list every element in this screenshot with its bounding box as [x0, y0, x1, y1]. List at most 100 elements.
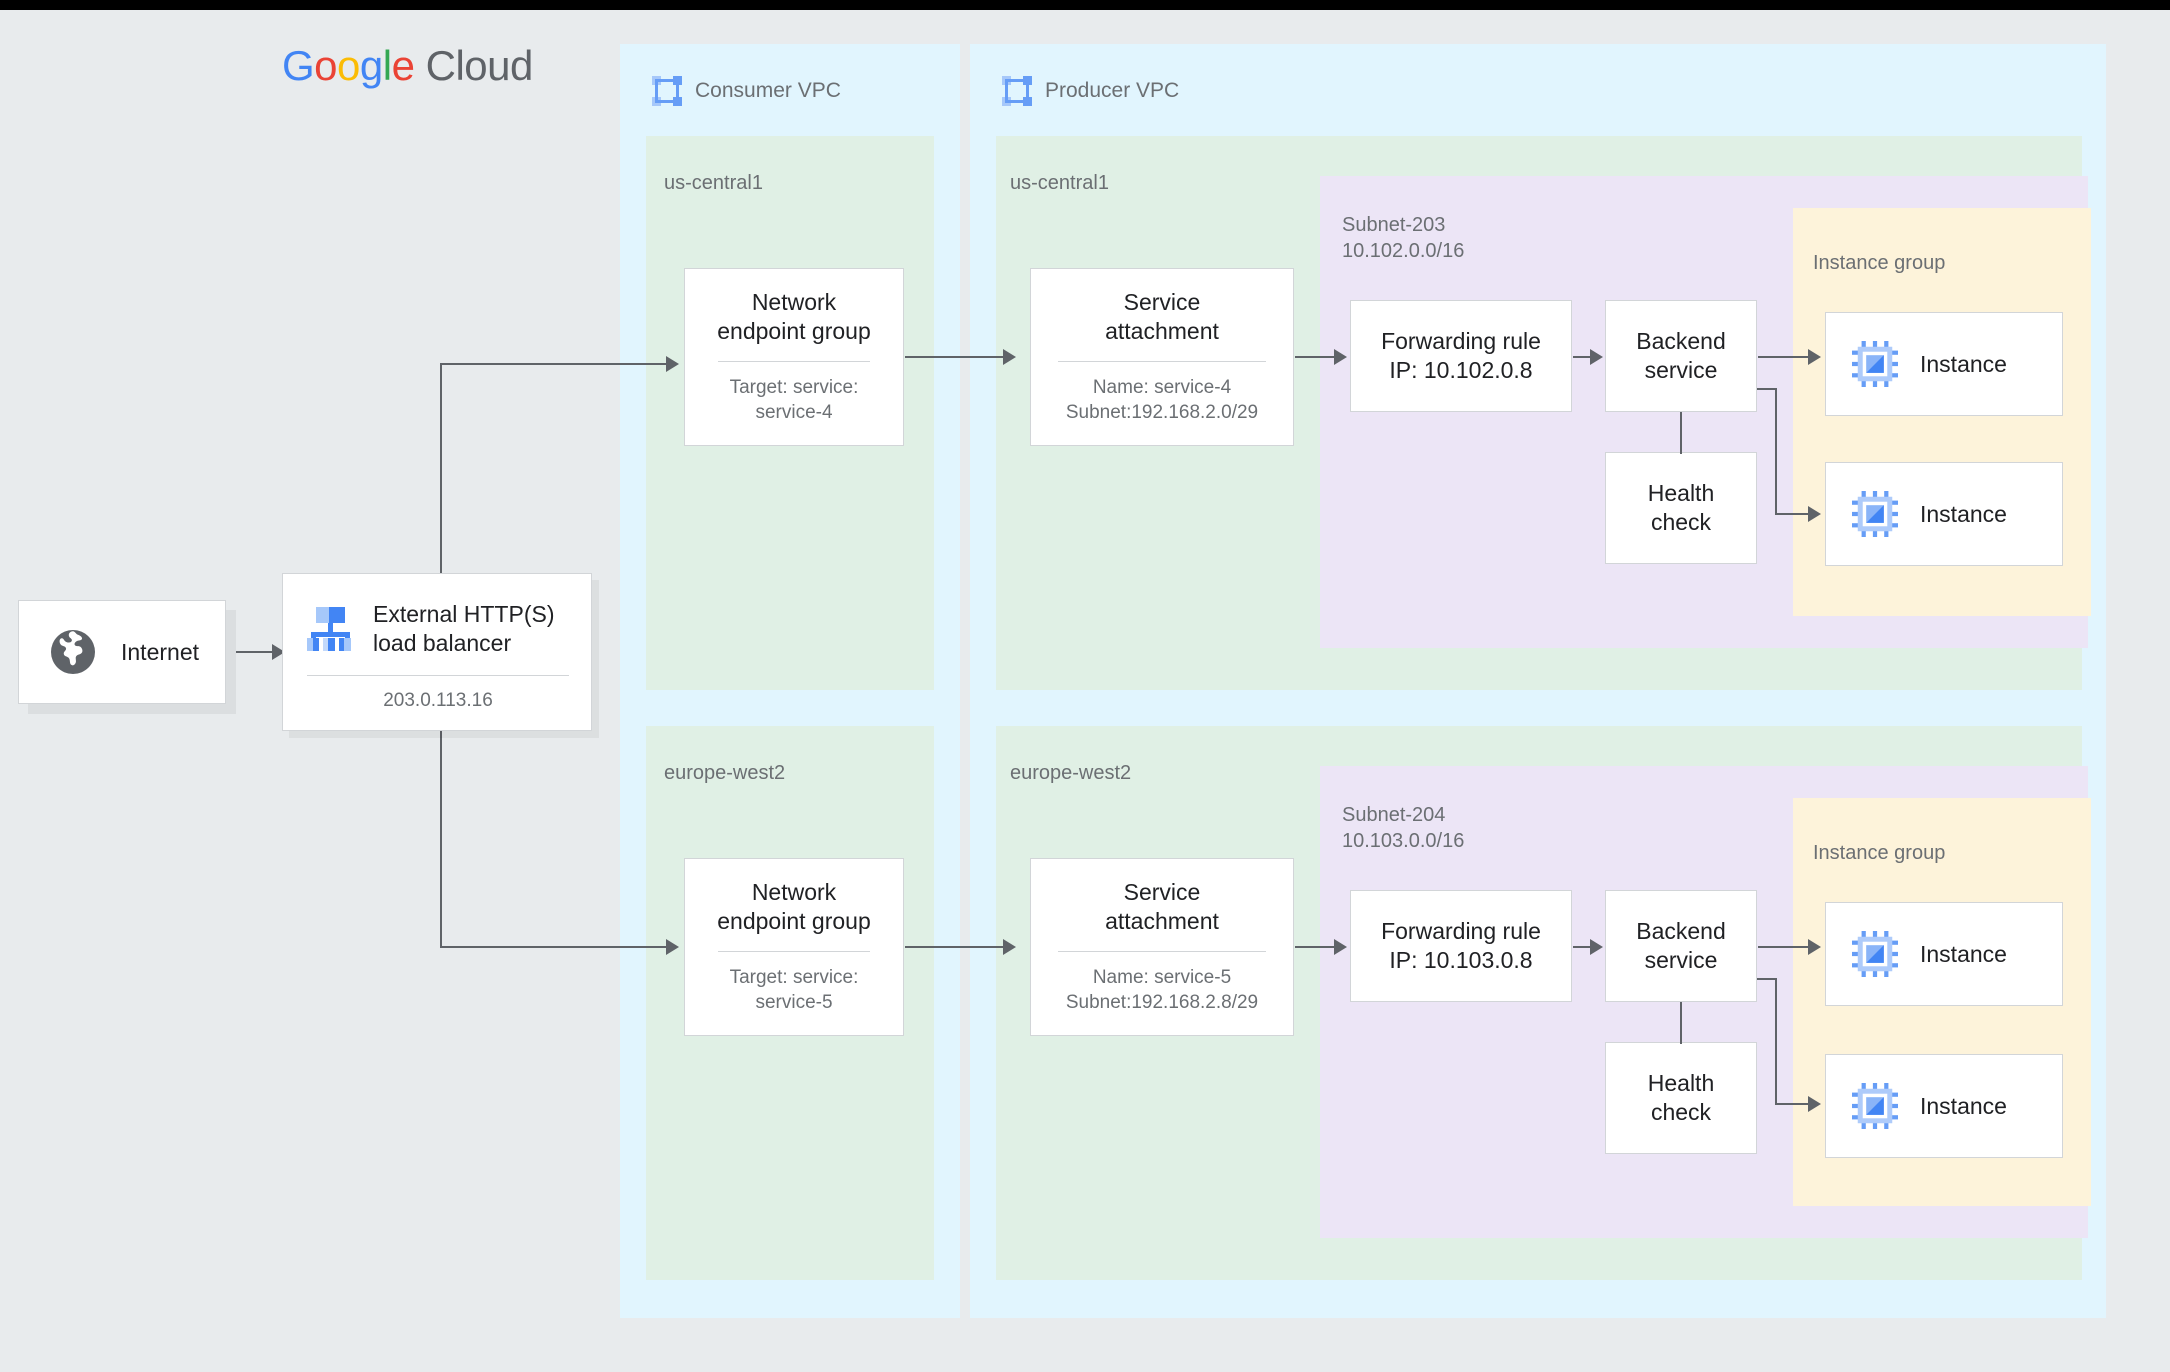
neg-sub-us-central1: Target: service: service-4 — [729, 376, 859, 424]
subnet-204-cidr: 10.103.0.0/16 — [1342, 830, 1465, 852]
arrowhead-fr-to-bs-us-central1 — [1590, 349, 1603, 365]
logo-letter-o1: o — [314, 42, 338, 89]
connector-neg-to-sa-europe-west2 — [905, 946, 1005, 948]
subnet-204-name: Subnet-204 — [1342, 804, 1446, 826]
service-attachment-title-europe-west2: Service attachment — [1105, 878, 1219, 935]
subnet-203-name: Subnet-203 — [1342, 214, 1446, 236]
globe-icon — [49, 628, 97, 676]
internet-box[interactable]: Internet — [18, 600, 226, 704]
instance-group-label-subnet-203: Instance group — [1813, 252, 1946, 274]
connector-bs-to-instance1-us-central1 — [1758, 356, 1810, 358]
connector-lb-to-neg-us-central1 — [440, 363, 668, 365]
connector-bs-to-instance2-stub-europe-west2 — [1757, 978, 1777, 980]
connector-bs-to-instance1-europe-west2 — [1758, 946, 1810, 948]
backend-service-box-subnet-204[interactable]: Backend service — [1605, 890, 1757, 1002]
load-balancer-icon — [307, 607, 353, 652]
external-http-load-balancer-box[interactable]: External HTTP(S) load balancer 203.0.113… — [282, 573, 592, 731]
arrowhead-lb-to-neg-europe-west2 — [666, 939, 679, 955]
instance-box-2-subnet-203[interactable]: Instance — [1825, 462, 2063, 566]
arrowhead-bs-to-instance1-europe-west2 — [1808, 939, 1821, 955]
service-attachment-title-us-central1: Service attachment — [1105, 288, 1219, 345]
backend-service-box-subnet-203[interactable]: Backend service — [1605, 300, 1757, 412]
load-balancer-title: External HTTP(S) load balancer — [373, 601, 555, 657]
consumer-vpc-label-text: Consumer VPC — [695, 79, 841, 102]
arrowhead-bs-to-instance1-us-central1 — [1808, 349, 1821, 365]
arrowhead-bs-to-instance2-europe-west2 — [1808, 1096, 1821, 1112]
logo-letter-G: G — [282, 42, 315, 89]
vpc-network-icon — [652, 76, 682, 106]
instance-label: Instance — [1920, 940, 2007, 967]
arrowhead-lb-to-neg-us-central1 — [666, 356, 679, 372]
instance-label: Instance — [1920, 500, 2007, 527]
neg-sub-europe-west2: Target: service: service-5 — [729, 966, 859, 1014]
connector-bs-to-healthcheck-us-central1 — [1680, 412, 1682, 454]
service-attachment-divider-europe-west2 — [1058, 950, 1266, 952]
neg-divider-europe-west2 — [718, 950, 870, 952]
connector-bs-to-instance2-horizontal-europe-west2 — [1775, 1103, 1810, 1105]
subnet-204-label: Subnet-204 10.103.0.0/16 — [1342, 802, 1464, 854]
connector-bs-to-instance2-vertical-europe-west2 — [1775, 978, 1777, 1104]
connector-bs-to-healthcheck-europe-west2 — [1680, 1002, 1682, 1044]
neg-title-europe-west2: Network endpoint group — [717, 878, 871, 935]
instance-chip-icon — [1852, 491, 1898, 537]
instance-box-1-subnet-204[interactable]: Instance — [1825, 902, 2063, 1006]
instance-chip-icon — [1852, 341, 1898, 387]
connector-neg-to-sa-us-central1 — [905, 356, 1005, 358]
producer-vpc-label: Producer VPC — [1002, 76, 1179, 106]
instance-label: Instance — [1920, 350, 2007, 377]
google-cloud-logo: Google Cloud — [282, 42, 533, 90]
logo-letter-o2: o — [337, 42, 360, 89]
top-black-bar — [0, 0, 2170, 10]
load-balancer-divider — [307, 674, 569, 676]
consumer-vpc-label: Consumer VPC — [652, 76, 841, 106]
subnet-203-cidr: 10.102.0.0/16 — [1342, 240, 1465, 262]
neg-box-us-central1[interactable]: Network endpoint group Target: service: … — [684, 268, 904, 446]
arrowhead-fr-to-bs-europe-west2 — [1590, 939, 1603, 955]
producer-vpc-label-text: Producer VPC — [1045, 79, 1180, 102]
connector-internet-to-lb — [236, 651, 274, 653]
logo-letter-e: e — [391, 42, 415, 89]
connector-bs-to-instance2-vertical-us-central1 — [1775, 388, 1777, 514]
subnet-203-label: Subnet-203 10.102.0.0/16 — [1342, 212, 1464, 264]
consumer-region-us-central1-label: us-central1 — [664, 172, 763, 194]
service-attachment-box-europe-west2[interactable]: Service attachment Name: service-5 Subne… — [1030, 858, 1294, 1036]
arrowhead-sa-to-fr-us-central1 — [1334, 349, 1347, 365]
connector-sa-to-fr-europe-west2 — [1295, 946, 1337, 948]
instance-chip-icon — [1852, 1083, 1898, 1129]
connector-fr-to-bs-us-central1 — [1573, 356, 1593, 358]
service-attachment-sub-europe-west2: Name: service-5 Subnet:192.168.2.8/29 — [1065, 966, 1259, 1014]
logo-letter-g: g — [359, 42, 383, 89]
connector-sa-to-fr-us-central1 — [1295, 356, 1337, 358]
load-balancer-ip: 203.0.113.16 — [383, 689, 493, 711]
producer-region-europe-west2-label: europe-west2 — [1010, 762, 1132, 784]
instance-box-2-subnet-204[interactable]: Instance — [1825, 1054, 2063, 1158]
connector-lb-to-neg-europe-west2 — [440, 946, 668, 948]
arrowhead-neg-to-sa-us-central1 — [1003, 349, 1016, 365]
forwarding-rule-box-subnet-204[interactable]: Forwarding rule IP: 10.103.0.8 — [1350, 890, 1572, 1002]
connector-bs-to-instance2-stub-us-central1 — [1757, 388, 1777, 390]
service-attachment-sub-us-central1: Name: service-4 Subnet:192.168.2.0/29 — [1065, 376, 1259, 424]
consumer-region-europe-west2-label: europe-west2 — [664, 762, 786, 784]
neg-title-us-central1: Network endpoint group — [717, 288, 871, 345]
service-attachment-divider-us-central1 — [1058, 360, 1266, 362]
forwarding-rule-box-subnet-203[interactable]: Forwarding rule IP: 10.102.0.8 — [1350, 300, 1572, 412]
instance-label: Instance — [1920, 1092, 2007, 1119]
neg-divider-us-central1 — [718, 360, 870, 362]
producer-region-us-central1-label: us-central1 — [1010, 172, 1109, 194]
arrowhead-internet-to-lb — [272, 644, 285, 660]
neg-box-europe-west2[interactable]: Network endpoint group Target: service: … — [684, 858, 904, 1036]
connector-bs-to-instance2-horizontal-us-central1 — [1775, 513, 1810, 515]
service-attachment-box-us-central1[interactable]: Service attachment Name: service-4 Subne… — [1030, 268, 1294, 446]
arrowhead-neg-to-sa-europe-west2 — [1003, 939, 1016, 955]
logo-word-cloud: Cloud — [414, 42, 534, 89]
connector-fr-to-bs-europe-west2 — [1573, 946, 1593, 948]
instance-chip-icon — [1852, 931, 1898, 977]
arrowhead-bs-to-instance2-us-central1 — [1808, 506, 1821, 522]
internet-label: Internet — [121, 638, 199, 665]
instance-box-1-subnet-203[interactable]: Instance — [1825, 312, 2063, 416]
health-check-box-subnet-204[interactable]: Health check — [1605, 1042, 1757, 1154]
health-check-box-subnet-203[interactable]: Health check — [1605, 452, 1757, 564]
logo-letter-l: l — [382, 42, 392, 89]
arrowhead-sa-to-fr-europe-west2 — [1334, 939, 1347, 955]
